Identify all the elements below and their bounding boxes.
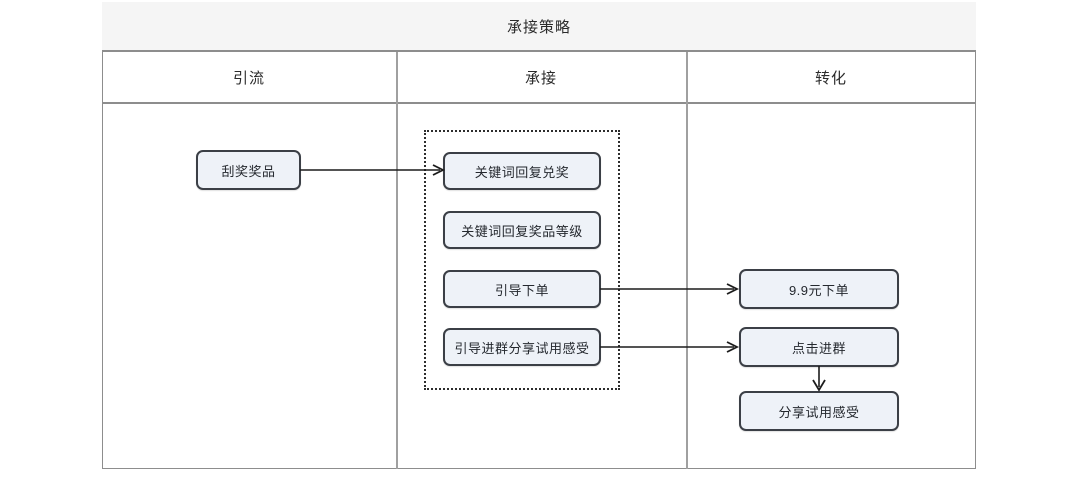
arrow-guide-order-to-9-9 (600, 283, 740, 295)
column-header-traffic: 引流 (232, 69, 265, 87)
node-guide-group-share[interactable]: 引导进群分享试用感受 (443, 328, 601, 366)
node-keyword-redeem[interactable]: 关键词回复兑奖 (443, 152, 601, 190)
column-header-conversion: 转化 (814, 69, 847, 87)
handover-group-outline (424, 130, 620, 390)
node-scratch-prize[interactable]: 刮奖奖品 (196, 150, 301, 190)
arrow-guide-group-to-click (600, 341, 740, 353)
column-header-row: 引流 承接 转化 (102, 52, 976, 104)
diagram-header-row: 承接策略 (102, 2, 976, 52)
arrow-click-to-share (812, 366, 826, 392)
node-click-join-group[interactable]: 点击进群 (739, 327, 899, 367)
node-share-trial-feedback[interactable]: 分享试用感受 (739, 391, 899, 431)
page-title: 承接策略 (506, 18, 571, 36)
column-divider-1 (396, 52, 398, 469)
node-keyword-prize-level[interactable]: 关键词回复奖品等级 (443, 211, 601, 249)
arrow-scratch-to-redeem (300, 164, 446, 176)
node-order-9-9[interactable]: 9.9元下单 (739, 269, 899, 309)
node-guide-order[interactable]: 引导下单 (443, 270, 601, 308)
column-divider-2 (686, 52, 688, 469)
column-header-handover: 承接 (524, 69, 557, 87)
